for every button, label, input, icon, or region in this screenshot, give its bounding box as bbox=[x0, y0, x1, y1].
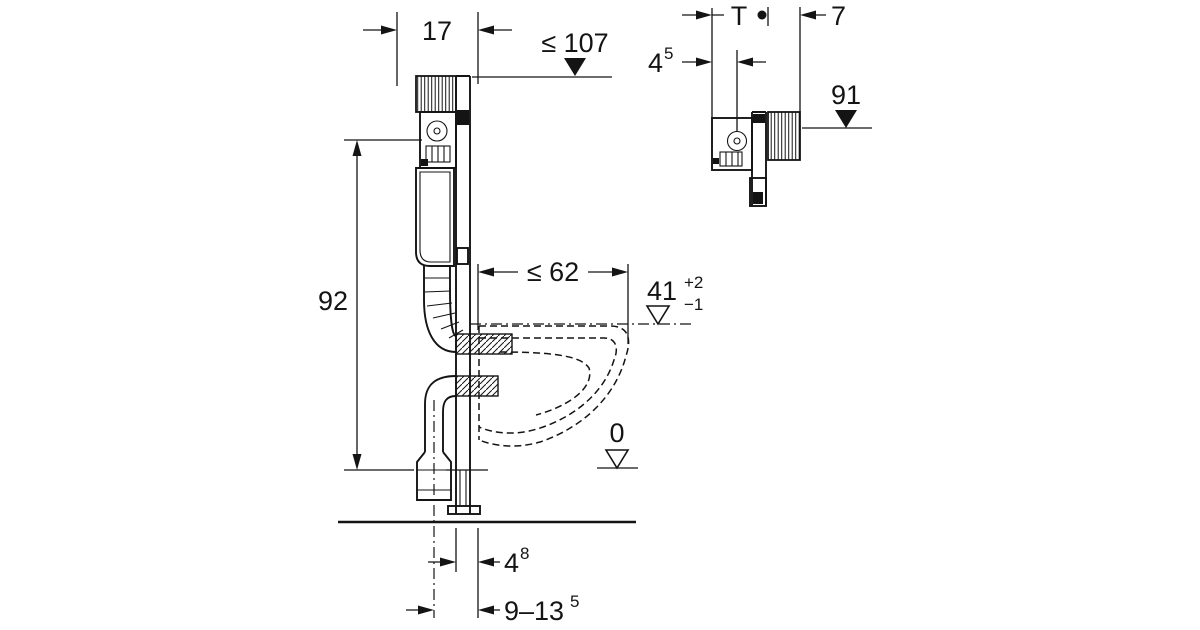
front-view: 17 ≤ 107 92 bbox=[318, 12, 703, 626]
side-frame bbox=[711, 111, 801, 207]
dim-install-height: 92 bbox=[318, 139, 422, 471]
open-triangle-marker bbox=[604, 449, 630, 470]
dim-label-rim-height: 41 bbox=[647, 276, 677, 306]
valve-grid-lines bbox=[725, 152, 739, 166]
bend-corrugation-ticks bbox=[423, 277, 464, 339]
valve-grid-lines bbox=[431, 146, 445, 162]
level-zero-label: 0 bbox=[609, 418, 624, 448]
level-zero: 0 bbox=[597, 418, 638, 470]
valve-port bbox=[421, 159, 428, 166]
elbow-inner-wall bbox=[442, 395, 457, 452]
dim-side-offset: 4 5 bbox=[648, 44, 766, 132]
valve-wheel bbox=[726, 130, 748, 152]
outlet-connector bbox=[455, 375, 499, 397]
rail-port bbox=[457, 110, 469, 125]
dim-meter-mark: 91 bbox=[802, 80, 872, 129]
frame-rail bbox=[751, 111, 767, 206]
foot-plate bbox=[447, 505, 481, 515]
dim-outlet-offset: 4 8 bbox=[428, 528, 529, 618]
protection-box bbox=[415, 75, 457, 113]
dim-label-frame-depth: 17 bbox=[422, 16, 452, 46]
extension-lines bbox=[477, 264, 629, 344]
dim-label-depth-t: T bbox=[731, 1, 748, 31]
dim-label-outlet-range: 9–13 bbox=[504, 596, 564, 626]
frame-foot bbox=[446, 469, 488, 515]
open-triangle-marker bbox=[645, 305, 671, 326]
valve-axis bbox=[733, 137, 741, 145]
dim-frame-depth: 17 bbox=[363, 12, 512, 86]
dim-top-height: ≤ 107 bbox=[472, 28, 612, 78]
reference-dot bbox=[757, 10, 767, 20]
dim-label-side-offset: 4 bbox=[648, 48, 663, 78]
rail-port bbox=[753, 114, 765, 123]
dim-label-side-offset-sup: 5 bbox=[664, 44, 673, 63]
arrowheads bbox=[418, 605, 494, 615]
bowl-cavity-profile bbox=[499, 351, 591, 416]
arrowheads bbox=[696, 57, 753, 67]
valve-wheel bbox=[426, 120, 448, 142]
extension-lines bbox=[711, 7, 801, 118]
protection-box bbox=[767, 111, 801, 161]
flush-pipe-connector bbox=[455, 333, 513, 355]
dim-label-rim-tol-plus: +2 bbox=[684, 273, 703, 292]
fill-valve-unit bbox=[419, 111, 457, 169]
dim-label-top-height: ≤ 107 bbox=[541, 28, 608, 58]
arrowheads bbox=[440, 557, 494, 567]
arrowheads bbox=[478, 267, 628, 277]
filled-triangle-marker bbox=[564, 58, 586, 76]
wc-bowl-outline bbox=[478, 325, 630, 447]
rail-bracket bbox=[456, 247, 469, 265]
dim-label-outlet-offset-sup: 8 bbox=[520, 544, 529, 563]
mounting-frame bbox=[415, 75, 513, 618]
dim-label-bowl-depth: ≤ 62 bbox=[527, 257, 579, 287]
tank-outer-wall bbox=[415, 167, 455, 267]
dim-label-install-height: 92 bbox=[318, 286, 348, 316]
extension-lines bbox=[396, 12, 479, 86]
extension-lines bbox=[344, 139, 422, 471]
dim-outlet-range: 9–13 5 bbox=[406, 592, 579, 626]
dim-label-rim-tol-minus: −1 bbox=[684, 295, 703, 314]
valve-axis bbox=[433, 127, 441, 135]
outlet-elbow bbox=[424, 375, 457, 452]
dim-rim-height: 41 +2 −1 bbox=[470, 273, 703, 326]
lower-fitting bbox=[749, 177, 767, 207]
side-view: T 7 4 5 91 bbox=[648, 1, 872, 207]
flush-bend-pipe bbox=[423, 266, 464, 353]
bend-outer-wall bbox=[423, 266, 457, 353]
bowl-outer-profile bbox=[478, 325, 630, 447]
elbow-outer-wall bbox=[424, 375, 457, 452]
dim-depth-t: T 7 bbox=[682, 1, 846, 118]
dim-label-meter-mark: 91 bbox=[831, 80, 861, 110]
valve-port bbox=[713, 158, 719, 164]
lower-fitting-insert bbox=[753, 192, 763, 204]
extension-lines bbox=[455, 528, 479, 618]
tank-inner-wall bbox=[419, 171, 451, 263]
valve-grid bbox=[719, 151, 743, 167]
frame-rail bbox=[455, 75, 471, 514]
bowl-rim-profile bbox=[478, 337, 617, 434]
dim-bowl-depth: ≤ 62 bbox=[477, 257, 629, 344]
cistern-tank bbox=[415, 167, 455, 267]
dim-label-outlet-range-sup: 5 bbox=[570, 592, 579, 611]
dim-label-outlet-offset: 4 bbox=[504, 548, 519, 578]
leg-inner-lines bbox=[459, 470, 467, 506]
filled-triangle-marker bbox=[835, 110, 857, 128]
dim-label-plate-depth: 7 bbox=[831, 1, 846, 31]
